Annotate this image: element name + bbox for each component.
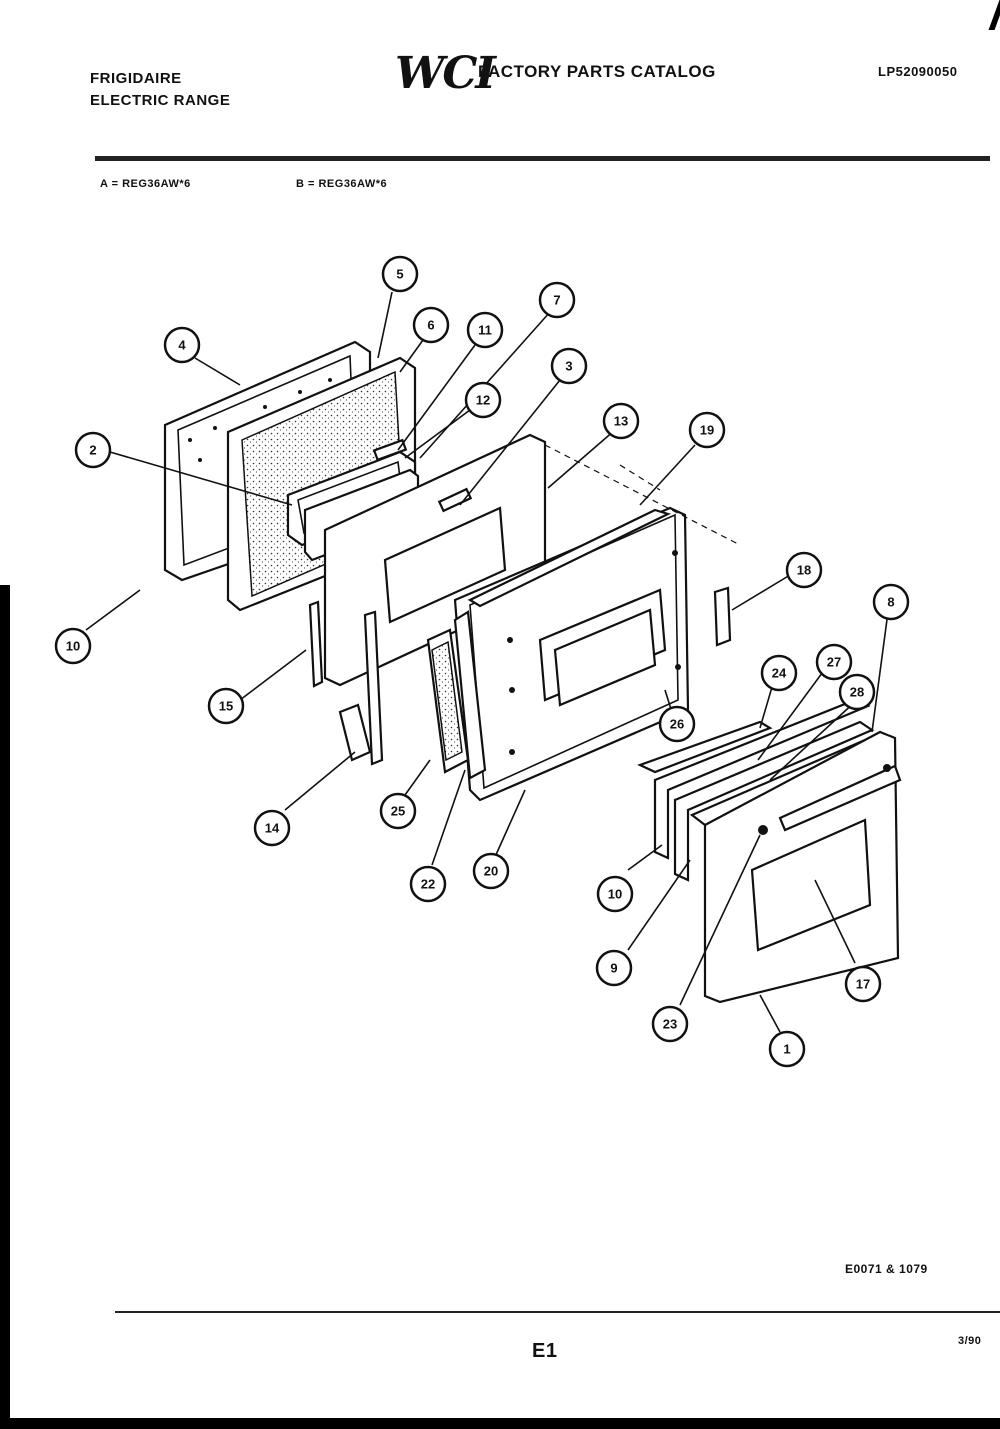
callout-18: 18: [785, 551, 823, 589]
svg-text:1: 1: [783, 1042, 790, 1057]
svg-text:9: 9: [610, 961, 617, 976]
svg-text:12: 12: [476, 393, 490, 408]
part-door-liner: [323, 433, 547, 687]
model-a: A = REG36AW*6: [100, 178, 191, 190]
svg-text:2: 2: [89, 443, 96, 458]
svg-text:5: 5: [396, 267, 403, 282]
svg-text:18: 18: [797, 563, 811, 578]
svg-text:13: 13: [614, 414, 628, 429]
callout-1: 1: [768, 1030, 806, 1068]
callout-19: 19: [688, 411, 726, 449]
brand-name: FRIGIDAIRE: [90, 70, 182, 87]
svg-text:24: 24: [772, 666, 787, 681]
callout-5: 5: [381, 255, 419, 293]
svg-text:20: 20: [484, 864, 498, 879]
part-drawer-assembly: [637, 698, 902, 1004]
svg-text:23: 23: [663, 1017, 677, 1032]
footer-rule: [115, 1311, 1000, 1313]
callout-17: 17: [844, 965, 882, 1003]
model-b: B = REG36AW*6: [296, 178, 388, 190]
callout-12: 12: [464, 381, 502, 419]
svg-text:25: 25: [391, 804, 405, 819]
callout-2: 2: [74, 431, 112, 469]
callout-27: 27: [815, 643, 853, 681]
catalog-title: FACTORY PARTS CATALOG: [478, 62, 716, 81]
date-code: 3/90: [958, 1335, 982, 1347]
callout-3: 3: [550, 347, 588, 385]
part-door-hinge: [426, 610, 487, 780]
frame-bottom-edge: [0, 1418, 1000, 1429]
page-number: E1: [532, 1340, 558, 1362]
svg-text:27: 27: [827, 655, 841, 670]
wci-logo: WCI: [395, 48, 496, 99]
callout-9: 9: [595, 949, 633, 987]
svg-text:19: 19: [700, 423, 714, 438]
svg-text:14: 14: [265, 821, 280, 836]
callout-25: 25: [379, 792, 417, 830]
callout-8: 8: [872, 583, 910, 621]
svg-text:8: 8: [887, 595, 894, 610]
callout-15: 15: [207, 687, 245, 725]
callout-10-drawer: 10: [596, 875, 634, 913]
callout-13: 13: [602, 402, 640, 440]
svg-text:6: 6: [427, 318, 434, 333]
callout-22: 22: [409, 865, 447, 903]
product-type: ELECTRIC RANGE: [90, 92, 231, 109]
svg-text:15: 15: [219, 699, 233, 714]
svg-text:17: 17: [856, 977, 870, 992]
catalog-number: LP52090050: [878, 64, 958, 79]
callout-10: 10: [54, 627, 92, 665]
callout-24: 24: [760, 654, 798, 692]
part-hinge-arm: [338, 610, 384, 766]
svg-text:22: 22: [421, 877, 435, 892]
svg-text:28: 28: [850, 685, 864, 700]
callout-14: 14: [253, 809, 291, 847]
callout-4: 4: [163, 326, 201, 364]
callout-6: 6: [412, 306, 450, 344]
callout-26: 26: [658, 705, 696, 743]
svg-text:11: 11: [478, 323, 492, 338]
part-gasket-strip: [308, 600, 324, 688]
part-bracket: [713, 586, 732, 647]
callout-7: 7: [538, 281, 576, 319]
svg-text:3: 3: [565, 359, 572, 374]
header-rule: [95, 156, 990, 161]
callout-23: 23: [651, 1005, 689, 1043]
svg-text:10: 10: [66, 639, 80, 654]
svg-text:10: 10: [608, 887, 622, 902]
svg-text:26: 26: [670, 717, 684, 732]
svg-text:7: 7: [553, 293, 560, 308]
drawing-reference: E0071 & 1079: [845, 1262, 928, 1276]
svg-text:4: 4: [178, 338, 186, 353]
part-top-vent: [467, 508, 671, 608]
leader-lines: [85, 291, 889, 1033]
callout-20: 20: [472, 852, 510, 890]
frame-left-edge: [0, 585, 10, 1425]
callout-11: 11: [466, 311, 504, 349]
callout-28: 28: [838, 673, 876, 711]
